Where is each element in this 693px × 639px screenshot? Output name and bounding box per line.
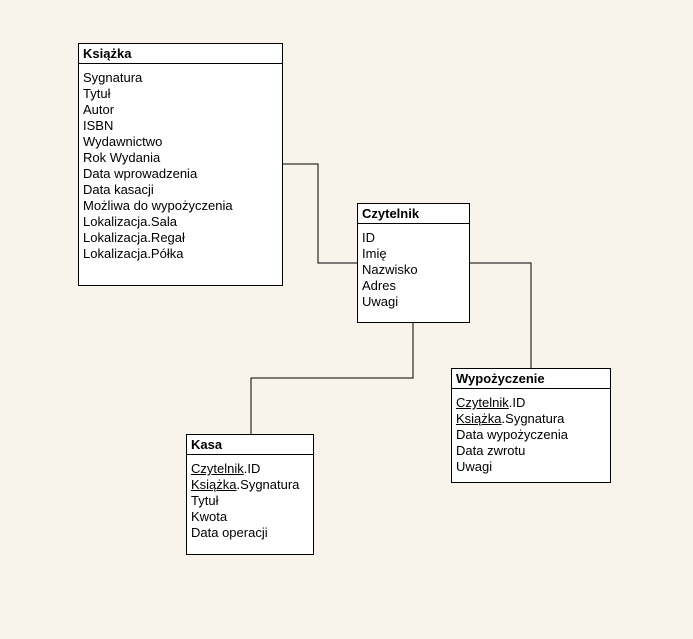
entity-czytelnik-body: ID Imię Nazwisko Adres Uwagi: [358, 224, 469, 310]
attribute-row: Data zwrotu: [456, 443, 526, 458]
attribute-row-foreign-key: Książka.Sygnatura: [456, 411, 610, 427]
attribute-row: Lokalizacja.Sala: [83, 214, 177, 229]
fk-field: .Sygnatura: [236, 477, 300, 492]
attribute-row: Sygnatura: [83, 70, 143, 85]
attribute-row: Uwagi: [456, 459, 493, 474]
entity-ksiazka-title: Książka: [79, 44, 282, 64]
attribute-row: Możliwa do wypożyczenia: [83, 198, 233, 213]
attribute-row-foreign-key: Książka.Sygnatura: [191, 477, 313, 493]
fk-ref: Czytelnik: [191, 461, 244, 476]
attribute-row: Wydawnictwo: [83, 134, 163, 149]
connector-ksiazka-czytelnik: [283, 163, 357, 264]
attribute-row: Data wprowadzenia: [83, 166, 198, 181]
fk-ref: Książka: [456, 411, 502, 426]
attribute-row: Imię: [362, 246, 387, 261]
entity-wypozyczenie-body: Czytelnik.ID Książka.Sygnatura Data wypo…: [452, 389, 610, 475]
fk-field: .ID: [243, 461, 261, 476]
entity-wypozyczenie-title: Wypożyczenie: [452, 369, 610, 389]
attribute-row: Tytuł: [191, 493, 219, 508]
connector-czytelnik-wypozyczenie: [470, 262, 532, 368]
fk-ref: Czytelnik: [456, 395, 509, 410]
entity-kasa-title: Kasa: [187, 435, 313, 455]
attribute-row: Adres: [362, 278, 396, 293]
fk-field: .Sygnatura: [501, 411, 565, 426]
attribute-row: Autor: [83, 102, 115, 117]
entity-kasa-body: Czytelnik.ID Książka.Sygnatura Tytuł Kwo…: [187, 455, 313, 541]
attribute-row: Data kasacji: [83, 182, 154, 197]
connector-czytelnik-kasa: [250, 323, 414, 434]
attribute-row: Kwota: [191, 509, 228, 524]
attribute-row-foreign-key: Czytelnik.ID: [456, 395, 610, 411]
attribute-row: Uwagi: [362, 294, 399, 309]
entity-czytelnik[interactable]: Czytelnik ID Imię Nazwisko Adres Uwagi: [357, 203, 470, 323]
attribute-row-foreign-key: Czytelnik.ID: [191, 461, 313, 477]
attribute-row: Data operacji: [191, 525, 268, 540]
fk-ref: Książka: [191, 477, 237, 492]
fk-field: .ID: [508, 395, 526, 410]
entity-czytelnik-title: Czytelnik: [358, 204, 469, 224]
entity-wypozyczenie[interactable]: Wypożyczenie Czytelnik.ID Książka.Sygnat…: [451, 368, 611, 483]
attribute-row: ID: [362, 230, 375, 245]
attribute-row: ISBN: [83, 118, 114, 133]
attribute-row: Tytuł: [83, 86, 111, 101]
attribute-row: Lokalizacja.Półka: [83, 246, 184, 261]
attribute-row: Lokalizacja.Regał: [83, 230, 185, 245]
attribute-row: Nazwisko: [362, 262, 418, 277]
attribute-row: Data wypożyczenia: [456, 427, 568, 442]
entity-kasa[interactable]: Kasa Czytelnik.ID Książka.Sygnatura Tytu…: [186, 434, 314, 555]
entity-ksiazka-body: Sygnatura Tytuł Autor ISBN Wydawnictwo R…: [79, 64, 282, 262]
entity-ksiazka[interactable]: Książka Sygnatura Tytuł Autor ISBN Wydaw…: [78, 43, 283, 286]
attribute-row: Rok Wydania: [83, 150, 161, 165]
